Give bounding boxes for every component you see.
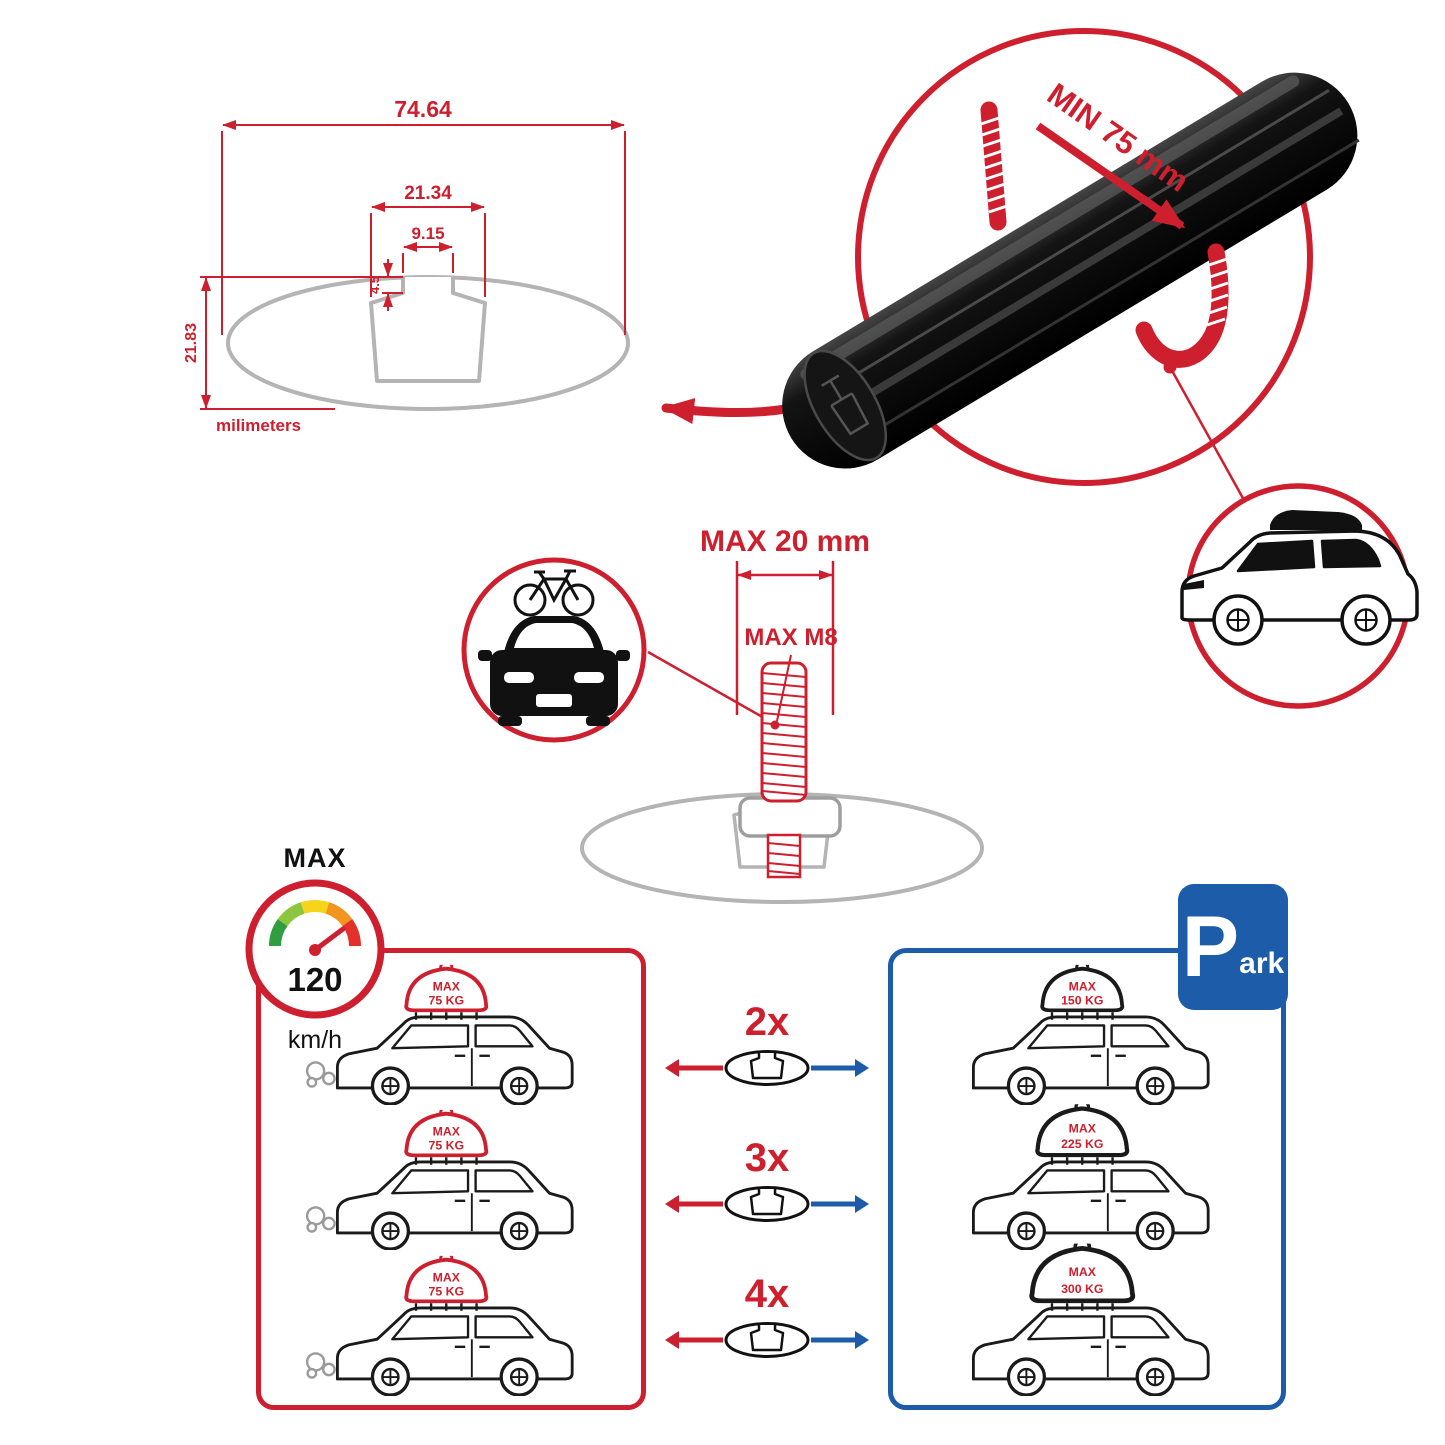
driving-car-row: MAX 75 KG: [305, 1109, 574, 1250]
bar-count-label: 4x: [744, 1272, 790, 1316]
max-thread-label: MAX M8: [744, 624, 837, 651]
roof-cargo: MAX 75 KG: [404, 1109, 489, 1165]
bar-count-group: 2x: [646, 1002, 888, 1088]
arrow-left-icon: [665, 1331, 723, 1349]
arrow-left-icon: [665, 1059, 723, 1077]
speed-unit: km/h: [287, 1026, 343, 1054]
lip-depth-label: 4.5: [367, 276, 382, 294]
arrow-right-icon: [811, 1059, 869, 1077]
exhaust-puffs-icon: [305, 1351, 336, 1379]
bolt-length-dimension: [735, 561, 835, 715]
crossbar-dimension-drawing: 74.64 21.34 9.15 4.5 21.83 milimeters: [183, 96, 630, 435]
driving-panel: MAX 75 KG MAX 75 KG MAX 75 KG: [256, 948, 646, 1410]
crossbar-profile-icon: [724, 1322, 810, 1358]
thread-point-dot: [770, 720, 780, 730]
car-icon: [971, 1160, 1210, 1250]
clamp-detail-view: MIN 75 mm: [782, 28, 1360, 501]
load-label: MAX: [1069, 1122, 1097, 1136]
arrow-left-icon: [665, 1195, 723, 1213]
min-grip-arrow-icon: [1035, 122, 1186, 230]
crossbar-profile-icon: [724, 1186, 810, 1222]
thread-leader-line: [776, 654, 792, 722]
t-nut-plate-icon: [738, 796, 842, 838]
t-slot-profile: [369, 277, 487, 383]
channel-outer-width-label: 21.34: [404, 183, 452, 204]
load-label: MAX: [433, 1124, 461, 1138]
load-value: 150 KG: [1061, 993, 1103, 1007]
crossbar-3d-icon: [782, 72, 1360, 469]
speed-max-label: MAX: [283, 843, 347, 873]
total-height-dimension: [200, 276, 400, 410]
park-sign: P ark: [1178, 884, 1288, 1010]
roof-cargo: MAX 75 KG: [404, 964, 489, 1020]
bicycle-icon: [513, 569, 595, 617]
bar-count-column: 2x 3x: [646, 952, 888, 1410]
roof-cargo: MAX 300 KG: [1032, 1240, 1133, 1311]
channel-opening-dimension: [402, 242, 454, 273]
crossbar-profile-icon: [724, 1050, 810, 1086]
driving-car-row: MAX 75 KG: [305, 1255, 574, 1396]
bolt-lower-thread-icon: [766, 833, 802, 879]
bike-car-view: [461, 557, 647, 743]
load-value: 300 KG: [1061, 1281, 1103, 1295]
driving-car-row: MAX 75 KG: [305, 964, 574, 1105]
u-bolt-bottom-icon: [1135, 243, 1229, 368]
roof-cargo: MAX 150 KG: [1040, 964, 1125, 1020]
speedometer-icon: 120: [245, 879, 385, 1019]
load-value: 75 KG: [428, 993, 464, 1007]
car-icon: [971, 1305, 1210, 1396]
car-icon: [971, 1014, 1210, 1105]
parked-car-row: MAX 150 KG: [971, 964, 1210, 1105]
park-sign-letter: P: [1181, 899, 1240, 995]
channel-outer-width-dimension: [370, 202, 486, 297]
max-length-label: MAX 20 mm: [700, 525, 870, 558]
car-front-icon: [478, 616, 630, 726]
car-icon: [335, 1160, 574, 1250]
speed-value: 120: [287, 961, 342, 998]
total-width-label: 74.64: [394, 96, 452, 122]
roof-cargo: MAX 225 KG: [1037, 1101, 1127, 1165]
roofbox-car-view: [1180, 483, 1419, 709]
parked-car-row: MAX 225 KG: [971, 1108, 1210, 1250]
leader-to-suv-circle: [1168, 366, 1246, 501]
exhaust-puffs-icon: [305, 1060, 336, 1088]
bar-count-group: 4x: [646, 1274, 888, 1360]
bar-count-label: 3x: [744, 1136, 790, 1180]
suv-roofbox-icon: [1180, 510, 1419, 646]
u-bolt-top-icon: [980, 101, 1008, 231]
parked-car-row: MAX 300 KG: [971, 1254, 1210, 1396]
total-height-label: 21.83: [183, 323, 200, 363]
leader-from-bike-circle: [647, 650, 774, 725]
arrow-right-icon: [811, 1195, 869, 1213]
bar-count-label: 2x: [744, 1000, 790, 1044]
load-value: 75 KG: [428, 1139, 464, 1153]
load-label: MAX: [433, 979, 461, 993]
parked-panel: MAX 150 KG MAX 225 KG MAX 300 KG: [888, 948, 1286, 1410]
exhaust-puffs-icon: [305, 1206, 336, 1233]
bar-count-group: 3x: [646, 1138, 888, 1224]
load-value: 225 KG: [1061, 1137, 1103, 1151]
roof-box-icon: [1270, 510, 1362, 530]
speed-limit-badge: MAX 120 km/h: [240, 843, 390, 1055]
arrow-right-icon: [811, 1331, 869, 1349]
total-width-dimension: [221, 120, 626, 335]
bolt-diagram: MAX 20 mm MAX M8: [580, 525, 984, 904]
bolt-thread-icon: [760, 661, 808, 803]
park-sign-suffix: ark: [1239, 947, 1285, 980]
load-value: 75 KG: [428, 1284, 464, 1298]
load-label: MAX: [1069, 1264, 1097, 1278]
roof-cargo: MAX 75 KG: [404, 1255, 489, 1311]
load-label: MAX: [433, 1270, 461, 1284]
load-label: MAX: [1069, 979, 1097, 993]
car-icon: [335, 1305, 574, 1396]
units-label: milimeters: [216, 416, 301, 435]
channel-opening-label: 9.15: [411, 224, 444, 243]
